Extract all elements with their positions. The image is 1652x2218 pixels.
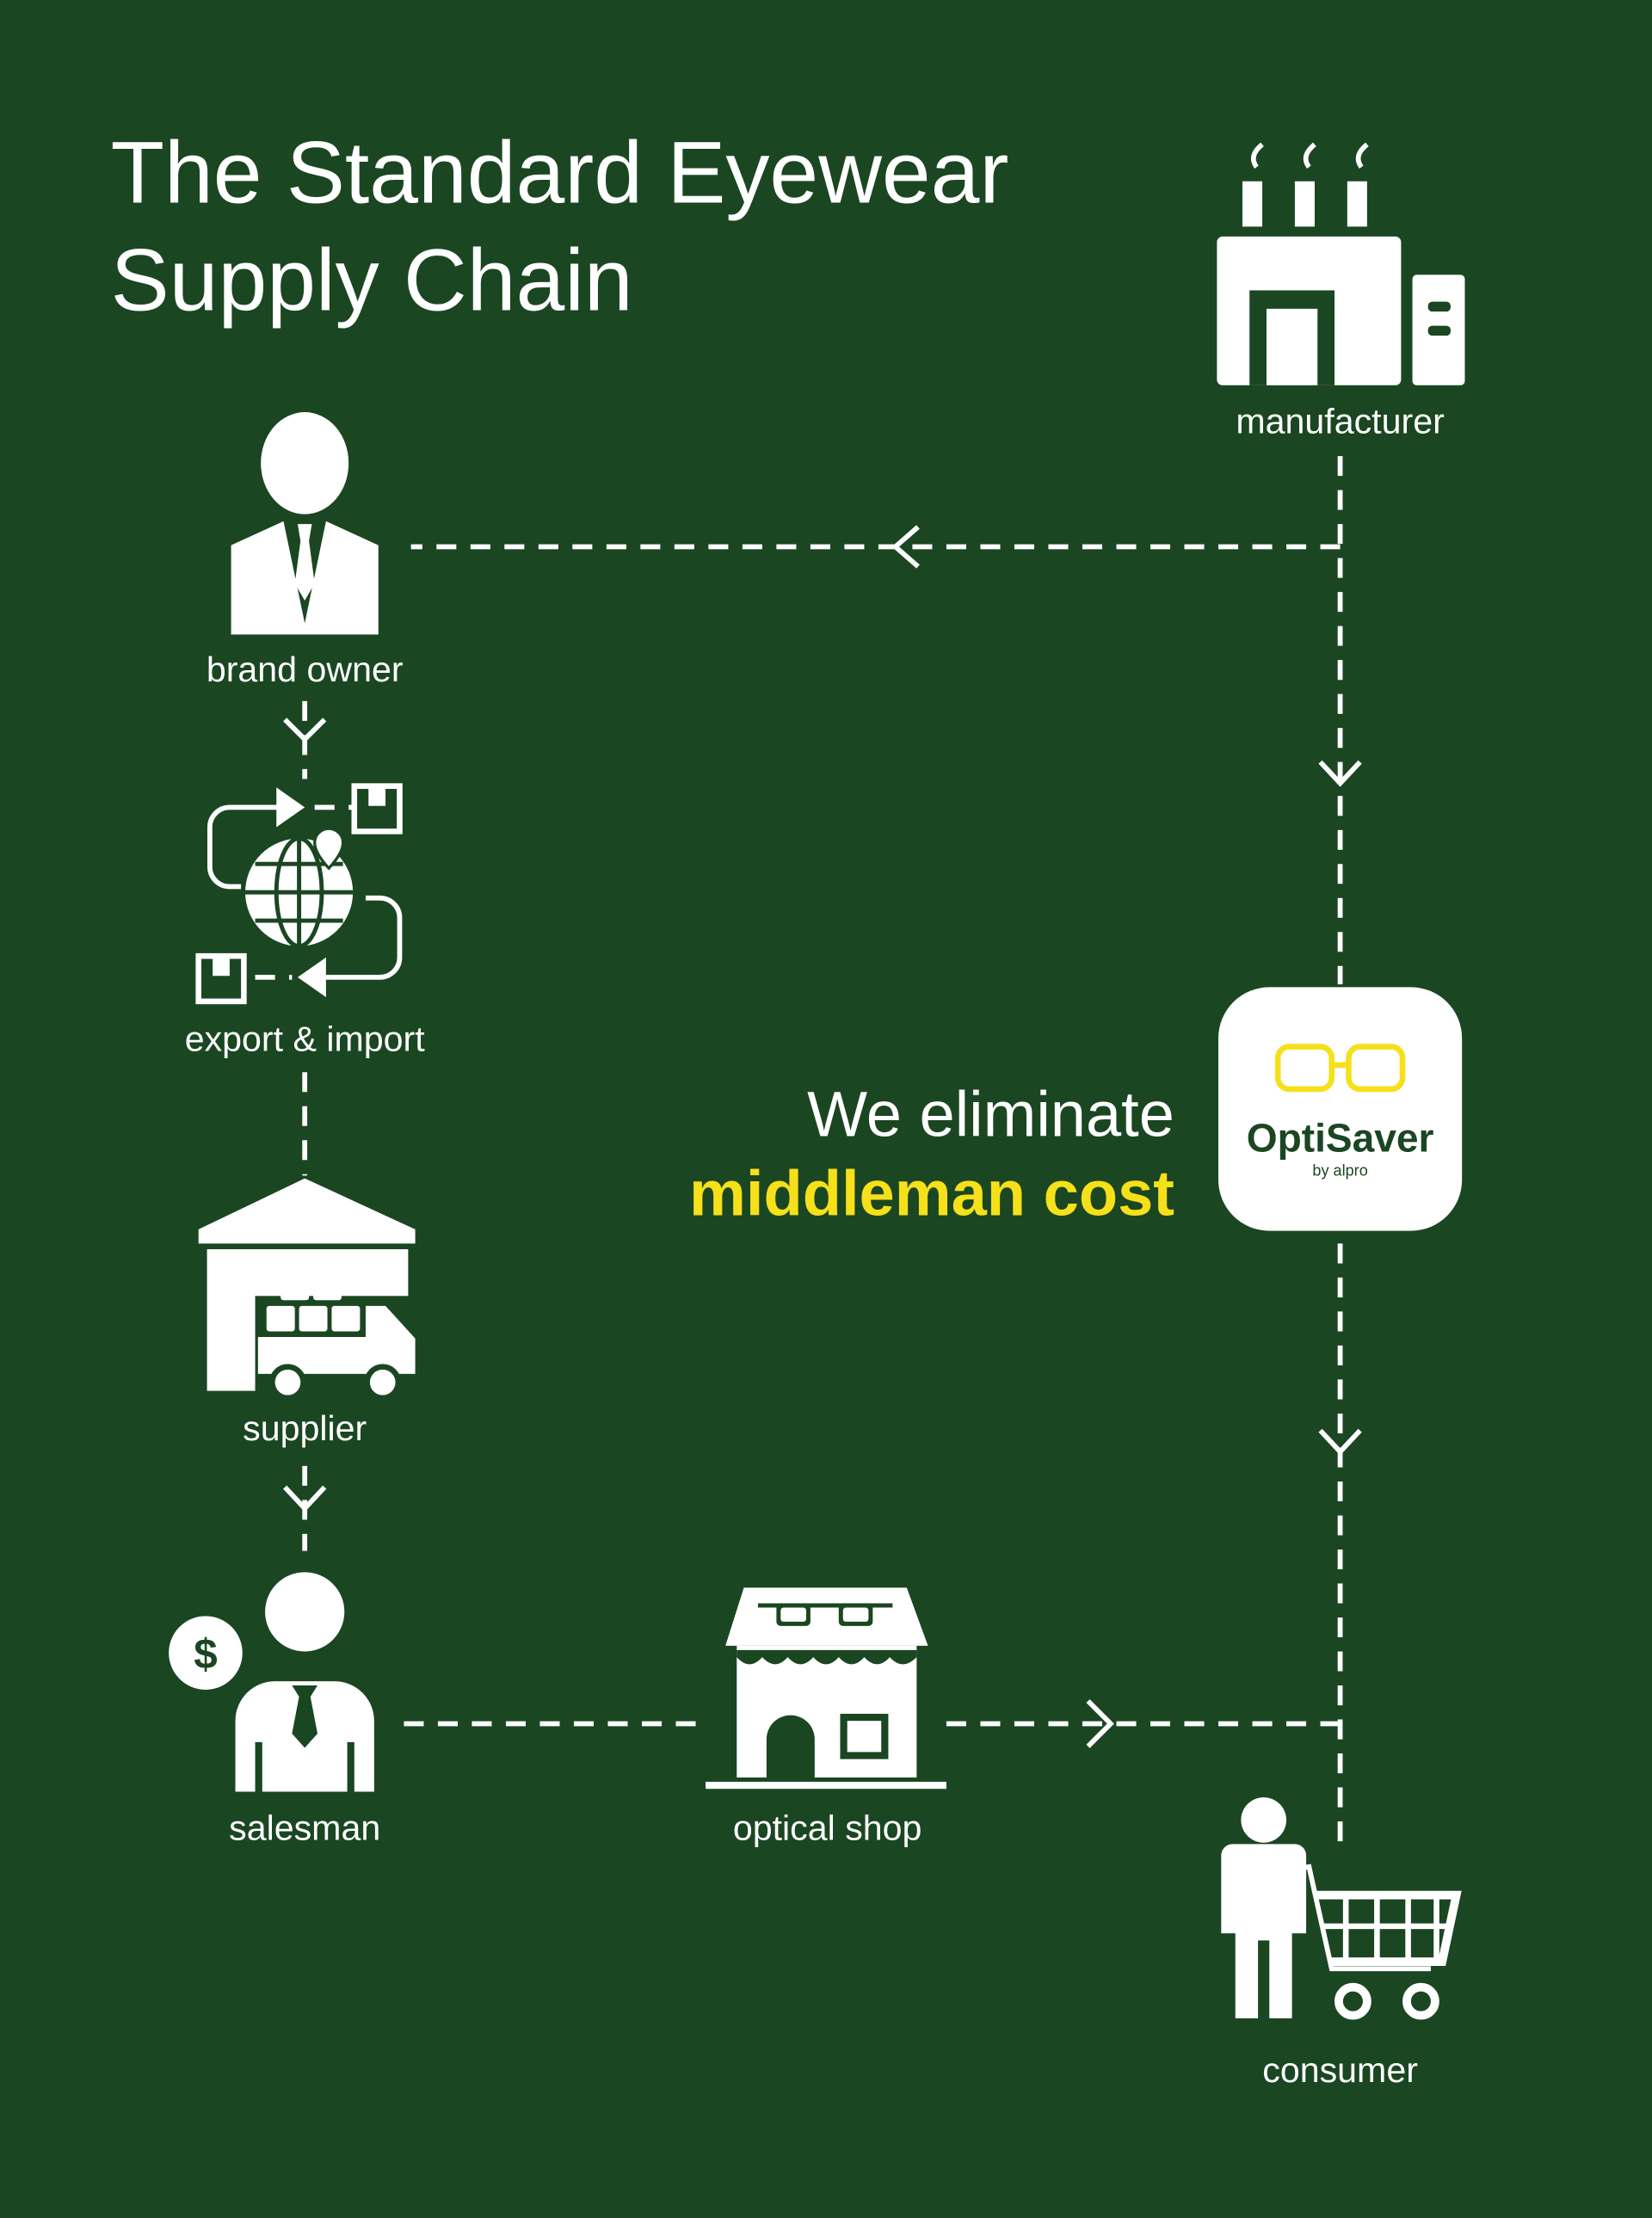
factory-icon bbox=[1217, 142, 1465, 385]
tagline-line1: We eliminate bbox=[807, 1078, 1174, 1149]
dollar-icon: $ bbox=[194, 1630, 217, 1678]
optical-shop-icon bbox=[706, 1587, 946, 1790]
arrow-down-icon bbox=[1318, 760, 1362, 787]
label-consumer: consumer bbox=[1262, 2050, 1418, 2090]
tagline-line2: middleman cost bbox=[689, 1157, 1174, 1229]
optisaver-logo: OptiSaver by alpro bbox=[1218, 987, 1463, 1231]
logo-name: OptiSaver bbox=[1247, 1115, 1434, 1160]
arrow-right-icon bbox=[1086, 1699, 1114, 1748]
salesman-icon: $ bbox=[169, 1572, 374, 1792]
shopper-cart-icon bbox=[1221, 1797, 1462, 2020]
label-brand-owner: brand owner bbox=[206, 650, 404, 689]
businessman-icon bbox=[231, 412, 379, 635]
label-optical-shop: optical shop bbox=[733, 1808, 922, 1847]
label-manufacturer: manufacturer bbox=[1236, 402, 1445, 441]
connectors bbox=[283, 456, 1362, 1842]
arrow-down-icon bbox=[283, 718, 327, 743]
label-export-import: export & import bbox=[185, 1020, 426, 1059]
logo-byline: by alpro bbox=[1312, 1161, 1367, 1179]
arrow-down-icon bbox=[1318, 1428, 1362, 1456]
label-supplier: supplier bbox=[243, 1408, 367, 1448]
label-salesman: salesman bbox=[229, 1808, 380, 1847]
title-line1: The Standard Eyewear bbox=[111, 123, 1009, 221]
arrow-down-icon bbox=[283, 1485, 327, 1513]
globe-exchange-icon bbox=[195, 783, 403, 1005]
title-line2: Supply Chain bbox=[111, 231, 633, 330]
arrow-left-icon bbox=[891, 525, 920, 569]
warehouse-truck-icon bbox=[198, 1178, 416, 1402]
